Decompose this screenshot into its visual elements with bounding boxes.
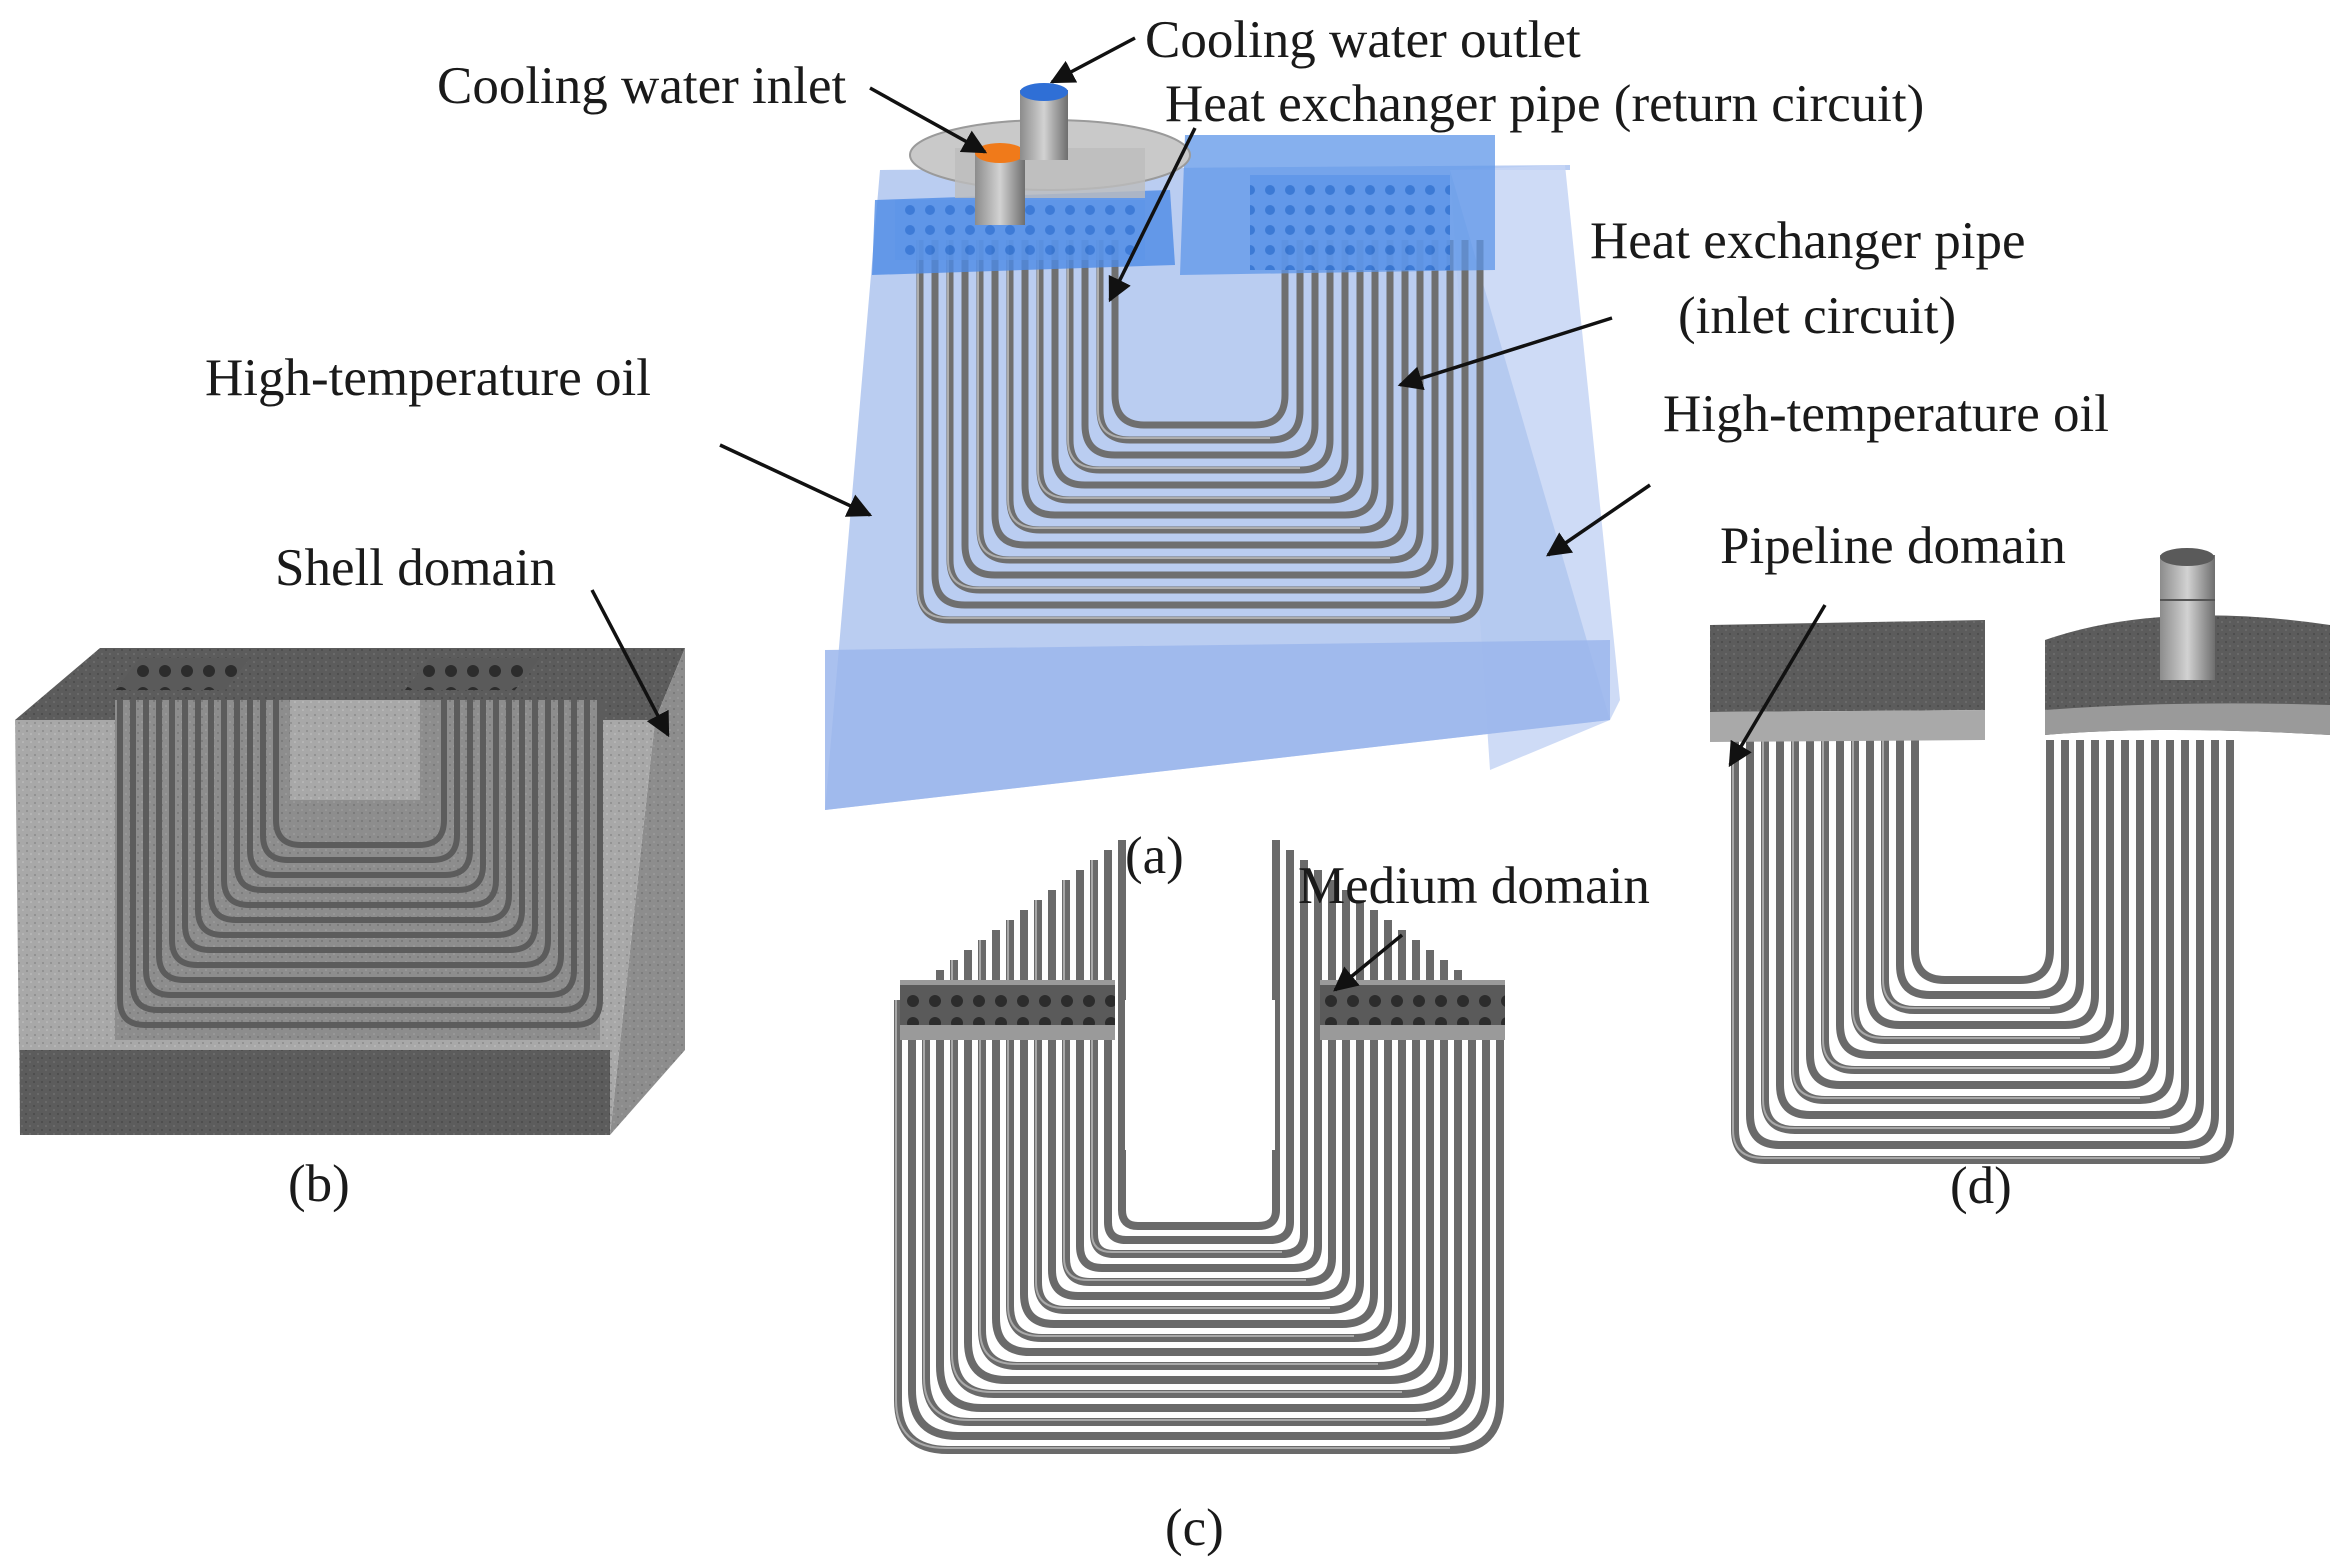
pipe-bundle-d (1731, 740, 2234, 1164)
label-cooling-inlet: Cooling water inlet (437, 57, 847, 115)
label-oil-right: High-temperature oil (1663, 385, 2109, 443)
panel-b (15, 648, 685, 1135)
outlet-opening (1020, 83, 1068, 101)
pipe-bundle-c (894, 840, 1504, 1454)
pipe-bundle-b (117, 700, 603, 1028)
caption-d: (d) (1950, 1157, 2012, 1215)
label-hx-inlet-line1: Heat exchanger pipe (1590, 212, 2026, 270)
panel-a (825, 83, 1620, 810)
label-shell-domain: Shell domain (275, 539, 557, 597)
shell-top-holes-right (405, 658, 540, 690)
arrow-shell (590, 589, 670, 738)
header-left-d (1710, 620, 1985, 712)
inlet-opening (975, 143, 1025, 163)
caption-b: (b) (288, 1155, 350, 1213)
label-hx-return: Heat exchanger pipe (return circuit) (1165, 75, 1925, 133)
label-medium-domain: Medium domain (1298, 857, 1650, 915)
shell-inner-wall (290, 700, 420, 800)
pipe-stub-d (2160, 555, 2215, 680)
shell-bottom-strip (20, 1050, 610, 1135)
panel-c (894, 840, 1505, 1454)
arrow-cooling-outlet (1049, 36, 1136, 84)
arrow-hx-inlet (1397, 316, 1613, 391)
leader-arrows (590, 36, 1827, 992)
arrow-oil-right (1545, 483, 1651, 557)
arrow-cooling-inlet (869, 86, 988, 154)
pipe-bundle-a (916, 240, 1484, 624)
label-pipeline-domain: Pipeline domain (1720, 517, 2066, 575)
caption-a: (a) (1125, 827, 1184, 885)
panel-d (1710, 548, 2330, 1164)
arrow-pipeline (1728, 604, 1827, 768)
shell-top-holes-left (115, 658, 250, 690)
arrow-oil-left (719, 443, 873, 517)
arrow-medium (1333, 933, 1404, 992)
label-hx-inlet-line2: (inlet circuit) (1678, 287, 1957, 345)
label-cooling-outlet: Cooling water outlet (1145, 11, 1581, 69)
oil-box-bottom (825, 640, 1610, 810)
label-oil-left: High-temperature oil (205, 349, 651, 407)
shell-right-side (610, 648, 685, 1135)
caption-c: (c) (1165, 1499, 1224, 1557)
arrow-hx-return (1108, 127, 1197, 303)
outlet-pipe (1020, 90, 1068, 160)
